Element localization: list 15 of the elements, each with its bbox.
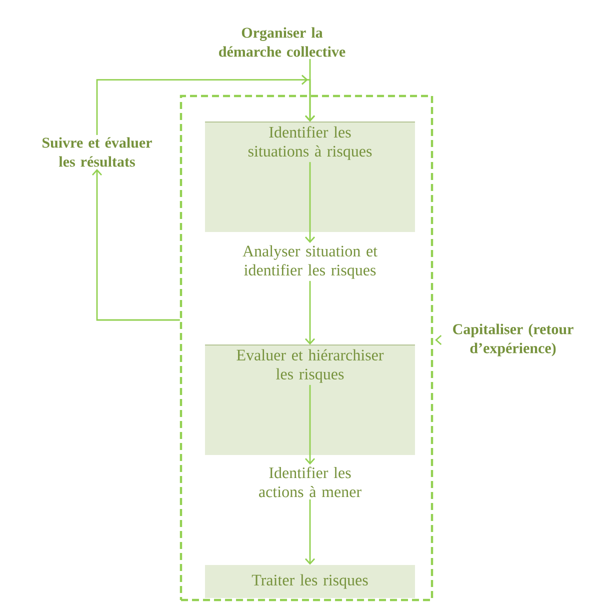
step-text: Suivre et évaluer les résultats: [42, 137, 152, 167]
dashed-frame: [180, 94, 434, 602]
arrow: [304, 499, 316, 565]
arrow: [304, 384, 316, 465]
step-box: Traiter les risques: [205, 565, 415, 598]
step-text: Analyser situation et identifier les risques: [242, 245, 378, 279]
arrow: [304, 162, 316, 244]
step-box: Identifier les situations à risques: [204, 122, 416, 232]
step-text: Organiser la démarche collective: [219, 27, 346, 57]
arrow: [96, 74, 316, 135]
step-text: Capitaliser (retour d’expérience): [453, 324, 574, 356]
step-box: Evaluer et hiérarchiser les risques: [204, 344, 416, 455]
arrow: [92, 169, 180, 321]
arrow: [304, 280, 316, 345]
step-text: Identifier les actions à mener: [259, 466, 362, 498]
